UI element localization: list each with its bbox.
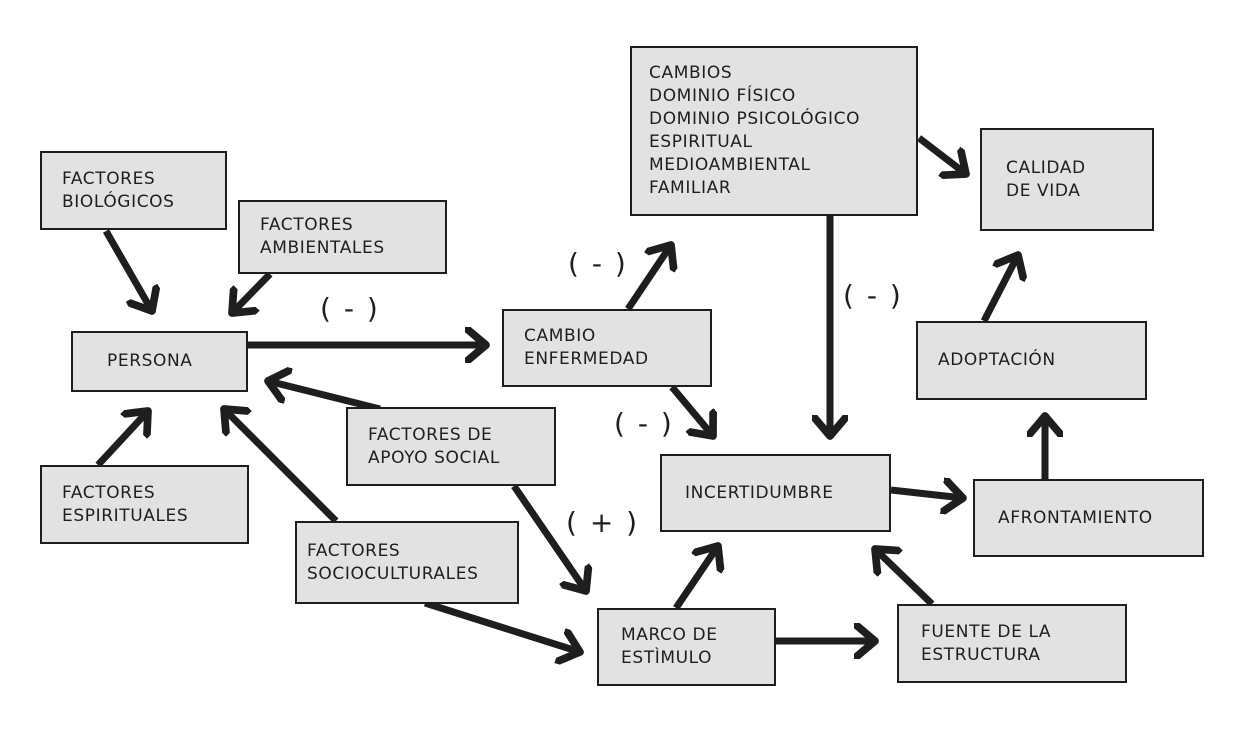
- node-line: DOMINIO PSICOLÓGICO: [649, 109, 861, 129]
- node-persona: PERSONA: [71, 331, 248, 392]
- arrow-incertidumbre-to-afrontamiento: [890, 490, 963, 498]
- node-line: ESTRUCTURA: [921, 644, 1041, 665]
- node-incertidumbre: INCERTIDUMBRE: [660, 454, 891, 532]
- arrow-socioculturales-to-marco: [423, 599, 580, 652]
- node-afrontamiento: AFRONTAMIENTO: [973, 479, 1204, 557]
- sign-cambio-to-incertidumbre: ( - ): [614, 407, 674, 440]
- node-line: FACTORES: [260, 215, 354, 235]
- arrow-biologicos-to-persona: [102, 229, 152, 311]
- node-line: AFRONTAMIENTO: [998, 507, 1153, 528]
- sign-apoyo-to-marco: ( + ): [566, 506, 640, 539]
- node-line: BIOLÓGICOS: [62, 191, 175, 212]
- arrow-cambio-to-incertidumbre: [669, 384, 713, 436]
- node-line: ESTÌMULO: [621, 648, 713, 668]
- node-line: ESPIRITUAL: [649, 132, 753, 152]
- node-factores-apoyo-social: FACTORES DE APOYO SOCIAL: [346, 407, 556, 486]
- node-line: CAMBIOS: [649, 63, 733, 83]
- node-line: FACTORES: [62, 482, 156, 503]
- arrow-marco-to-incertidumbre: [673, 546, 718, 610]
- node-line: FACTORES DE: [368, 424, 493, 445]
- node-factores-espirituales: FACTORES ESPIRITUALES: [40, 465, 249, 544]
- node-marco-de-estimulo: MARCO DE ESTÌMULO: [597, 608, 776, 686]
- sign-persona-to-cambio: ( - ): [320, 292, 380, 325]
- node-line: APOYO SOCIAL: [368, 447, 500, 468]
- node-adoptacion: ADOPTACIÓN: [916, 321, 1147, 400]
- arrow-cambios-to-calidad: [916, 135, 966, 174]
- node-line: PERSONA: [107, 351, 193, 371]
- node-line: FACTORES: [62, 168, 156, 189]
- node-line: ADOPTACIÓN: [938, 350, 1056, 370]
- node-factores-biologicos: FACTORES BIOLÓGICOS: [40, 151, 227, 230]
- node-line: DOMINIO FÍSICO: [649, 86, 796, 106]
- node-line: SOCIOCULTURALES: [307, 563, 479, 584]
- arrow-fuente-to-incertidumbre: [875, 549, 935, 607]
- arrow-ambientales-to-persona: [232, 271, 273, 313]
- node-cambios: CAMBIOS DOMINIO FÍSICO DOMINIO PSICOLÓGI…: [630, 46, 918, 216]
- arrow-apoyo-to-persona: [268, 381, 381, 413]
- node-line: INCERTIDUMBRE: [685, 482, 834, 503]
- node-line: CALIDAD: [1006, 157, 1086, 178]
- node-line: FAMILIAR: [649, 178, 732, 198]
- node-line: FUENTE DE LA: [921, 621, 1052, 642]
- node-cambio-enfermedad: CAMBIO ENFERMEDAD: [502, 309, 712, 387]
- node-calidad-de-vida: CALIDAD DE VIDA: [980, 128, 1154, 231]
- node-line: DE VIDA: [1006, 180, 1081, 201]
- sign-cambio-to-cambios: ( - ): [568, 247, 628, 280]
- node-line: MEDIOAMBIENTAL: [649, 155, 811, 175]
- node-line: CAMBIO: [524, 326, 596, 346]
- node-line: AMBIENTALES: [260, 238, 385, 258]
- node-line: ESPIRITUALES: [62, 505, 189, 526]
- node-line: ENFERMEDAD: [524, 349, 649, 369]
- arrow-cambio-to-cambios: [625, 245, 671, 311]
- node-line: MARCO DE: [621, 625, 718, 645]
- arrow-adoptacion-to-calidad: [980, 255, 1018, 323]
- arrow-espirituales-to-persona: [95, 411, 148, 468]
- arrow-socioculturales-to-persona: [224, 409, 339, 524]
- sign-cambios-to-incertidumbre: ( - ): [843, 279, 903, 312]
- node-fuente-de-la-estructura: FUENTE DE LA ESTRUCTURA: [897, 604, 1127, 683]
- node-factores-socioculturales: FACTORES SOCIOCULTURALES: [295, 521, 519, 604]
- node-line: FACTORES: [307, 540, 401, 561]
- node-factores-ambientales: FACTORES AMBIENTALES: [238, 200, 447, 274]
- arrow-apoyo-to-marco: [511, 484, 586, 591]
